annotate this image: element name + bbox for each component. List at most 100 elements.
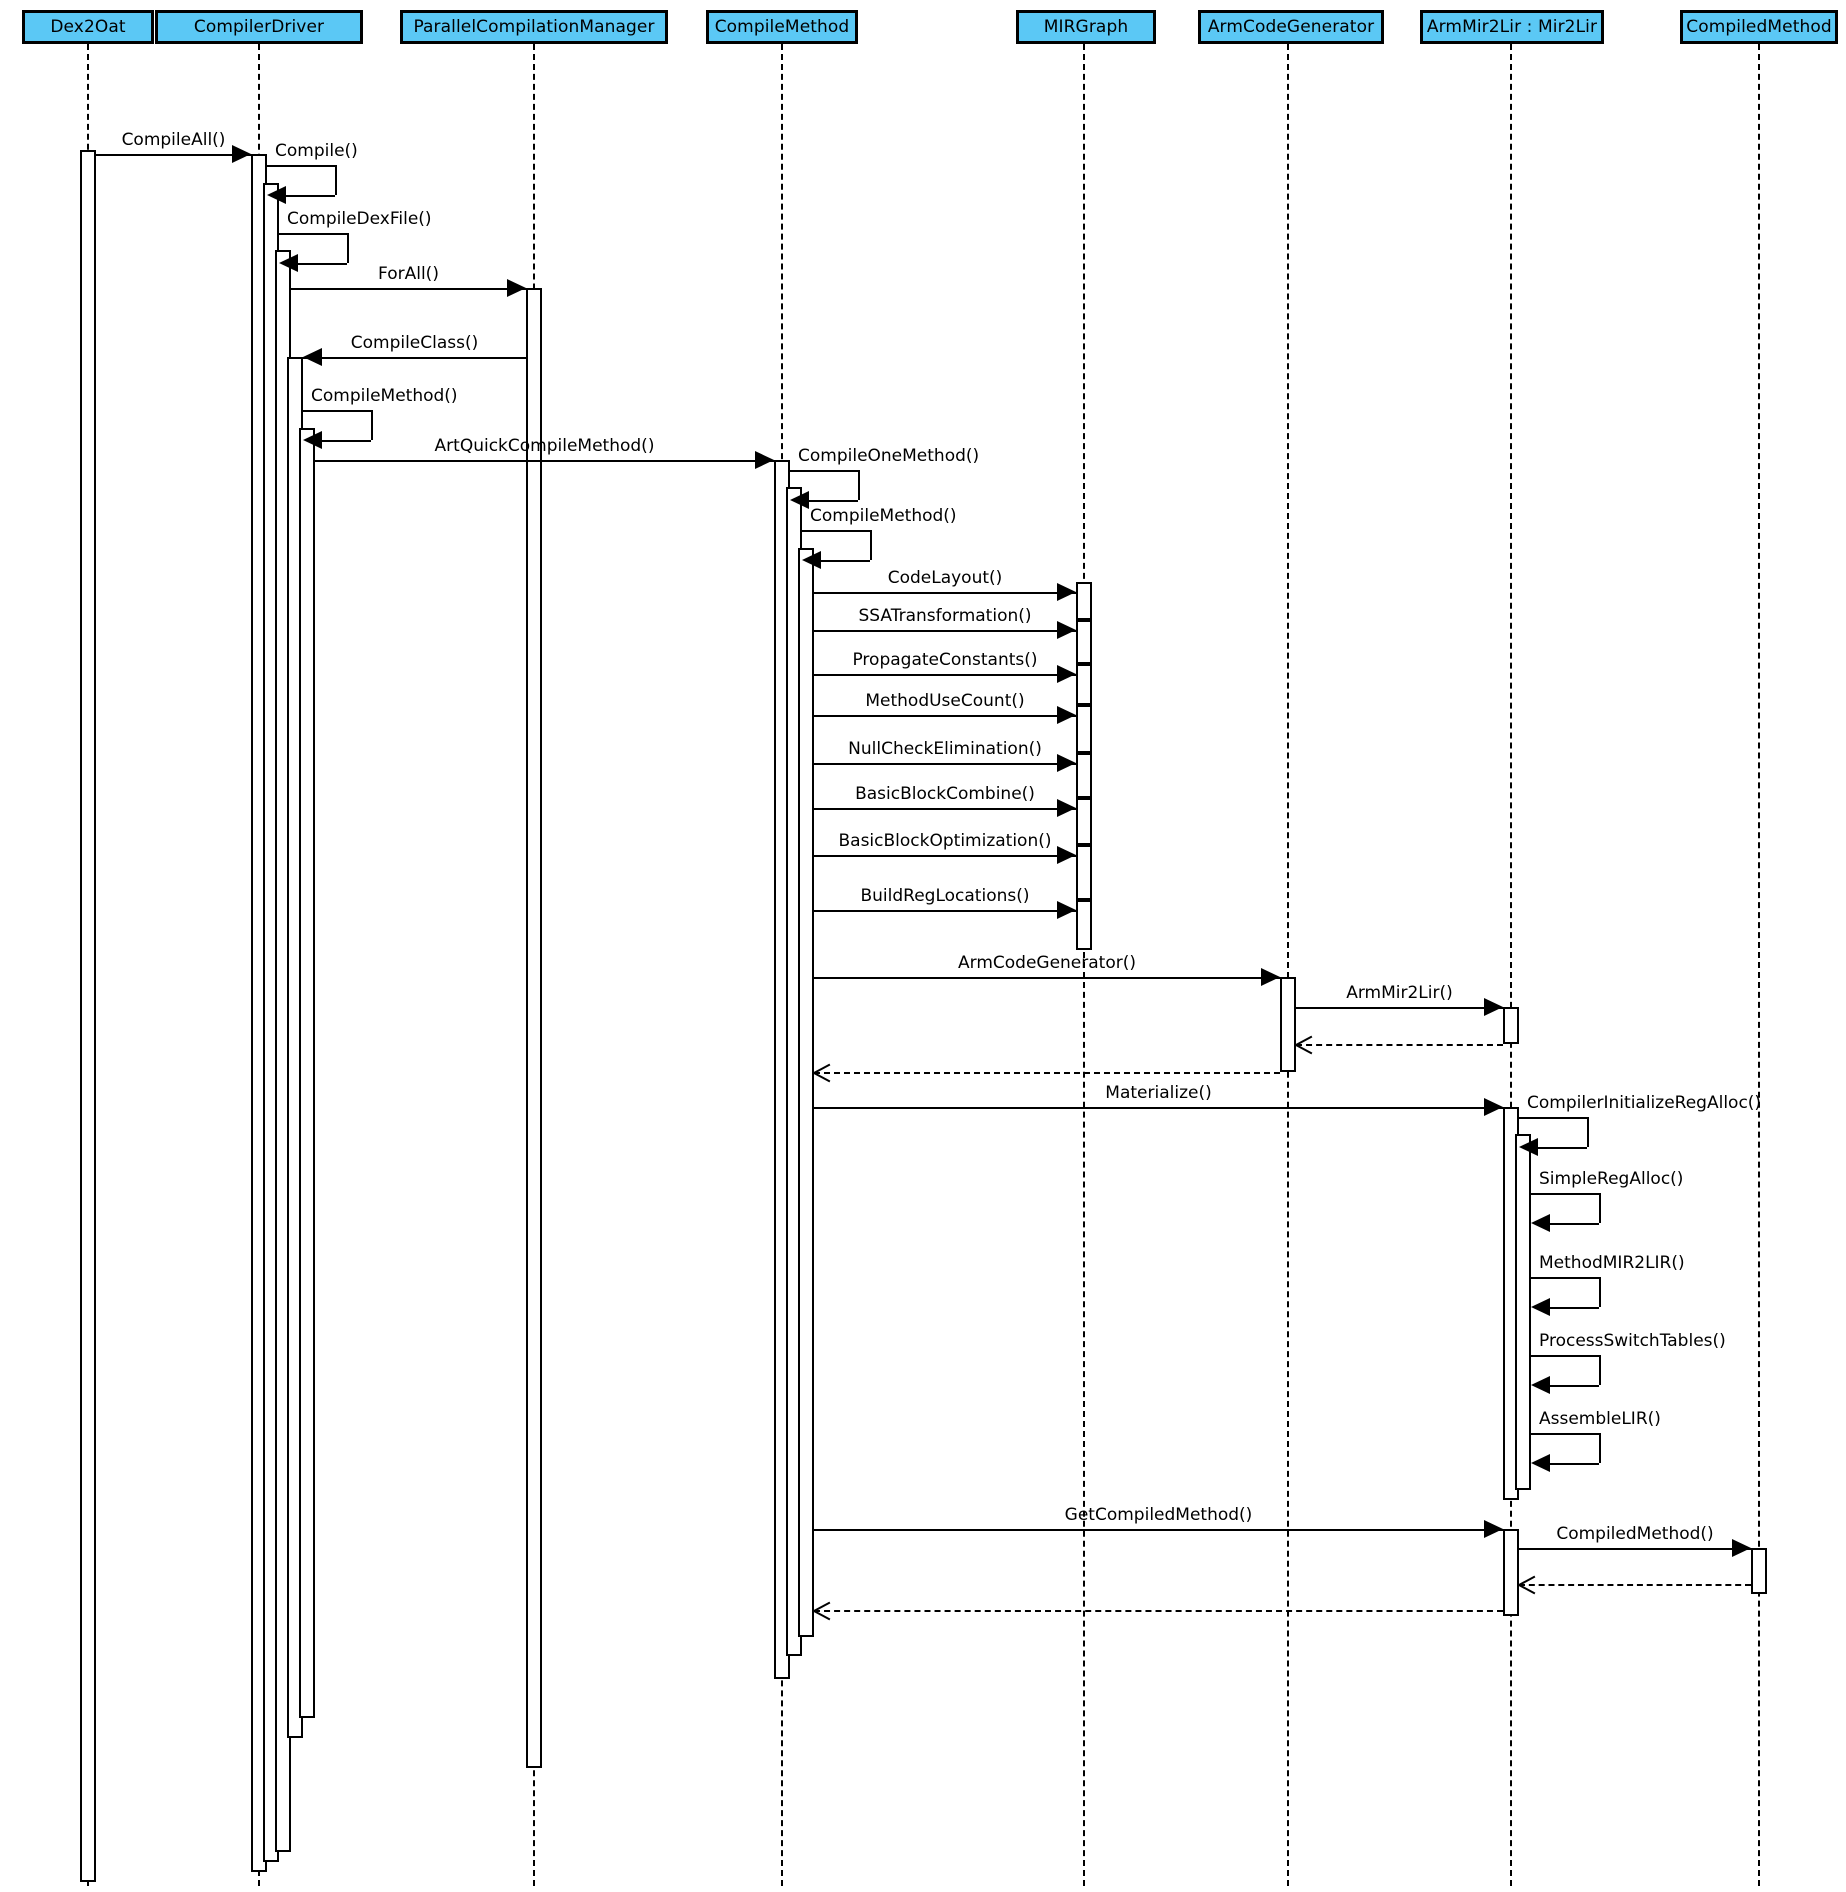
message-arrowhead-m14 <box>1057 754 1076 772</box>
lifeline-label: ArmMir2Lir : Mir2Lir <box>1426 16 1598 37</box>
message-line-m26-bottom <box>1549 1385 1599 1387</box>
message-line-m6-top <box>303 410 371 412</box>
message-line-m27-side <box>1599 1433 1601 1463</box>
lifeline-header-armmir2lir[interactable]: ArmMir2Lir : Mir2Lir <box>1420 10 1604 44</box>
message-label-m23: CompilerInitializeRegAlloc() <box>1527 1093 1762 1113</box>
message-line-m15 <box>814 808 1076 810</box>
message-line-m9-side <box>870 530 872 560</box>
message-arrowhead-m19 <box>1484 998 1503 1016</box>
message-label-m6: CompileMethod() <box>311 386 458 406</box>
message-arrowhead-m20 <box>1296 1035 1312 1053</box>
message-label-m16: BasicBlockOptimization() <box>838 831 1052 851</box>
message-arrowhead-m11 <box>1057 621 1076 639</box>
message-arrowhead-m26 <box>1531 1376 1550 1394</box>
message-arrowhead-m23 <box>1519 1138 1538 1156</box>
message-line-m29 <box>1519 1548 1751 1550</box>
message-line-m25-bottom <box>1549 1307 1599 1309</box>
message-arrowhead-m8 <box>790 491 809 509</box>
activation-bar-a-mir-2 <box>1076 620 1092 664</box>
message-line-m12 <box>814 674 1076 676</box>
message-line-m6-bottom <box>321 440 371 442</box>
message-line-m21 <box>814 1072 1280 1074</box>
lifeline-header-dex2oat[interactable]: Dex2Oat <box>22 10 154 44</box>
activation-bar-a-mir-6 <box>1076 798 1092 845</box>
message-label-m27: AssembleLIR() <box>1539 1409 1661 1429</box>
lifeline-label: CompiledMethod <box>1686 16 1832 37</box>
message-line-m9-bottom <box>820 560 870 562</box>
message-arrowhead-m16 <box>1057 846 1076 864</box>
activation-bar-a-dex2oat-1 <box>80 150 96 1882</box>
lifeline-header-pcm[interactable]: ParallelCompilationManager <box>400 10 668 44</box>
message-line-m2-bottom <box>285 195 335 197</box>
message-arrowhead-m2 <box>267 186 286 204</box>
message-line-m28 <box>814 1529 1503 1531</box>
message-line-m26-top <box>1531 1355 1599 1357</box>
activation-bar-a-mir-4 <box>1076 705 1092 753</box>
lifeline-label: Dex2Oat <box>50 16 126 37</box>
message-arrowhead-m10 <box>1057 583 1076 601</box>
message-line-m30 <box>1519 1584 1751 1586</box>
message-line-m3-bottom <box>297 263 347 265</box>
activation-bar-a-driver-5 <box>299 428 315 1718</box>
message-arrowhead-m9 <box>802 551 821 569</box>
message-label-m3: CompileDexFile() <box>287 209 432 229</box>
message-line-m23-top <box>1519 1117 1587 1119</box>
message-label-m18: ArmCodeGenerator() <box>958 953 1136 973</box>
message-line-m8-top <box>790 470 858 472</box>
lifeline-line-compiled <box>1758 44 1760 1886</box>
lifeline-label: ArmCodeGenerator <box>1207 16 1375 37</box>
activation-bar-a-armcg-1 <box>1280 977 1296 1072</box>
lifeline-header-compiled[interactable]: CompiledMethod <box>1680 10 1838 44</box>
message-line-m4 <box>291 288 526 290</box>
message-arrowhead-m13 <box>1057 706 1076 724</box>
message-line-m23-side <box>1587 1117 1589 1147</box>
message-label-m1: CompileAll() <box>121 130 226 150</box>
lifeline-label: MIRGraph <box>1043 16 1129 37</box>
message-label-m26: ProcessSwitchTables() <box>1539 1331 1726 1351</box>
message-line-m16 <box>814 855 1076 857</box>
message-arrowhead-m7 <box>755 451 774 469</box>
message-arrowhead-m22 <box>1484 1098 1503 1116</box>
message-label-m19: ArmMir2Lir() <box>1346 983 1453 1003</box>
message-line-m22 <box>814 1107 1503 1109</box>
message-label-m5: CompileClass() <box>350 333 479 353</box>
message-label-m2: Compile() <box>275 141 358 161</box>
activation-bar-a-pcm-1 <box>526 288 542 1768</box>
message-line-m5 <box>303 357 526 359</box>
message-arrowhead-m21 <box>814 1063 830 1081</box>
message-label-m22: Materialize() <box>1105 1083 1212 1103</box>
message-line-m24-top <box>1531 1193 1599 1195</box>
message-arrowhead-m4 <box>507 279 526 297</box>
message-label-m29: CompiledMethod() <box>1556 1524 1714 1544</box>
message-line-m2-top <box>267 165 335 167</box>
message-line-m23-bottom <box>1537 1147 1587 1149</box>
message-label-m8: CompileOneMethod() <box>798 446 980 466</box>
activation-bar-a-m2l-4 <box>1503 1529 1519 1616</box>
message-label-m15: BasicBlockCombine() <box>855 784 1035 804</box>
lifeline-header-mirgraph[interactable]: MIRGraph <box>1016 10 1156 44</box>
activation-bar-a-m2l-3 <box>1515 1134 1531 1490</box>
message-arrowhead-m30 <box>1519 1575 1535 1593</box>
message-label-m24: SimpleRegAlloc() <box>1539 1169 1684 1189</box>
message-line-m17 <box>814 910 1076 912</box>
message-line-m26-side <box>1599 1355 1601 1385</box>
message-line-m18 <box>814 977 1280 979</box>
lifeline-header-driver[interactable]: CompilerDriver <box>155 10 363 44</box>
message-arrowhead-m28 <box>1484 1520 1503 1538</box>
lifeline-header-armcg[interactable]: ArmCodeGenerator <box>1198 10 1384 44</box>
lifeline-header-cmethod[interactable]: CompileMethod <box>706 10 858 44</box>
message-arrowhead-m17 <box>1057 901 1076 919</box>
message-line-m3-top <box>279 233 347 235</box>
message-line-m24-side <box>1599 1193 1601 1223</box>
message-line-m1 <box>96 154 251 156</box>
message-arrowhead-m25 <box>1531 1298 1550 1316</box>
message-line-m3-side <box>347 233 349 263</box>
message-label-m4: ForAll() <box>378 264 439 284</box>
activation-bar-a-mir-3 <box>1076 664 1092 705</box>
activation-bar-a-mir-5 <box>1076 753 1092 798</box>
message-line-m27-bottom <box>1549 1463 1599 1465</box>
message-arrowhead-m24 <box>1531 1214 1550 1232</box>
message-line-m25-side <box>1599 1277 1601 1307</box>
message-line-m19 <box>1296 1007 1503 1009</box>
